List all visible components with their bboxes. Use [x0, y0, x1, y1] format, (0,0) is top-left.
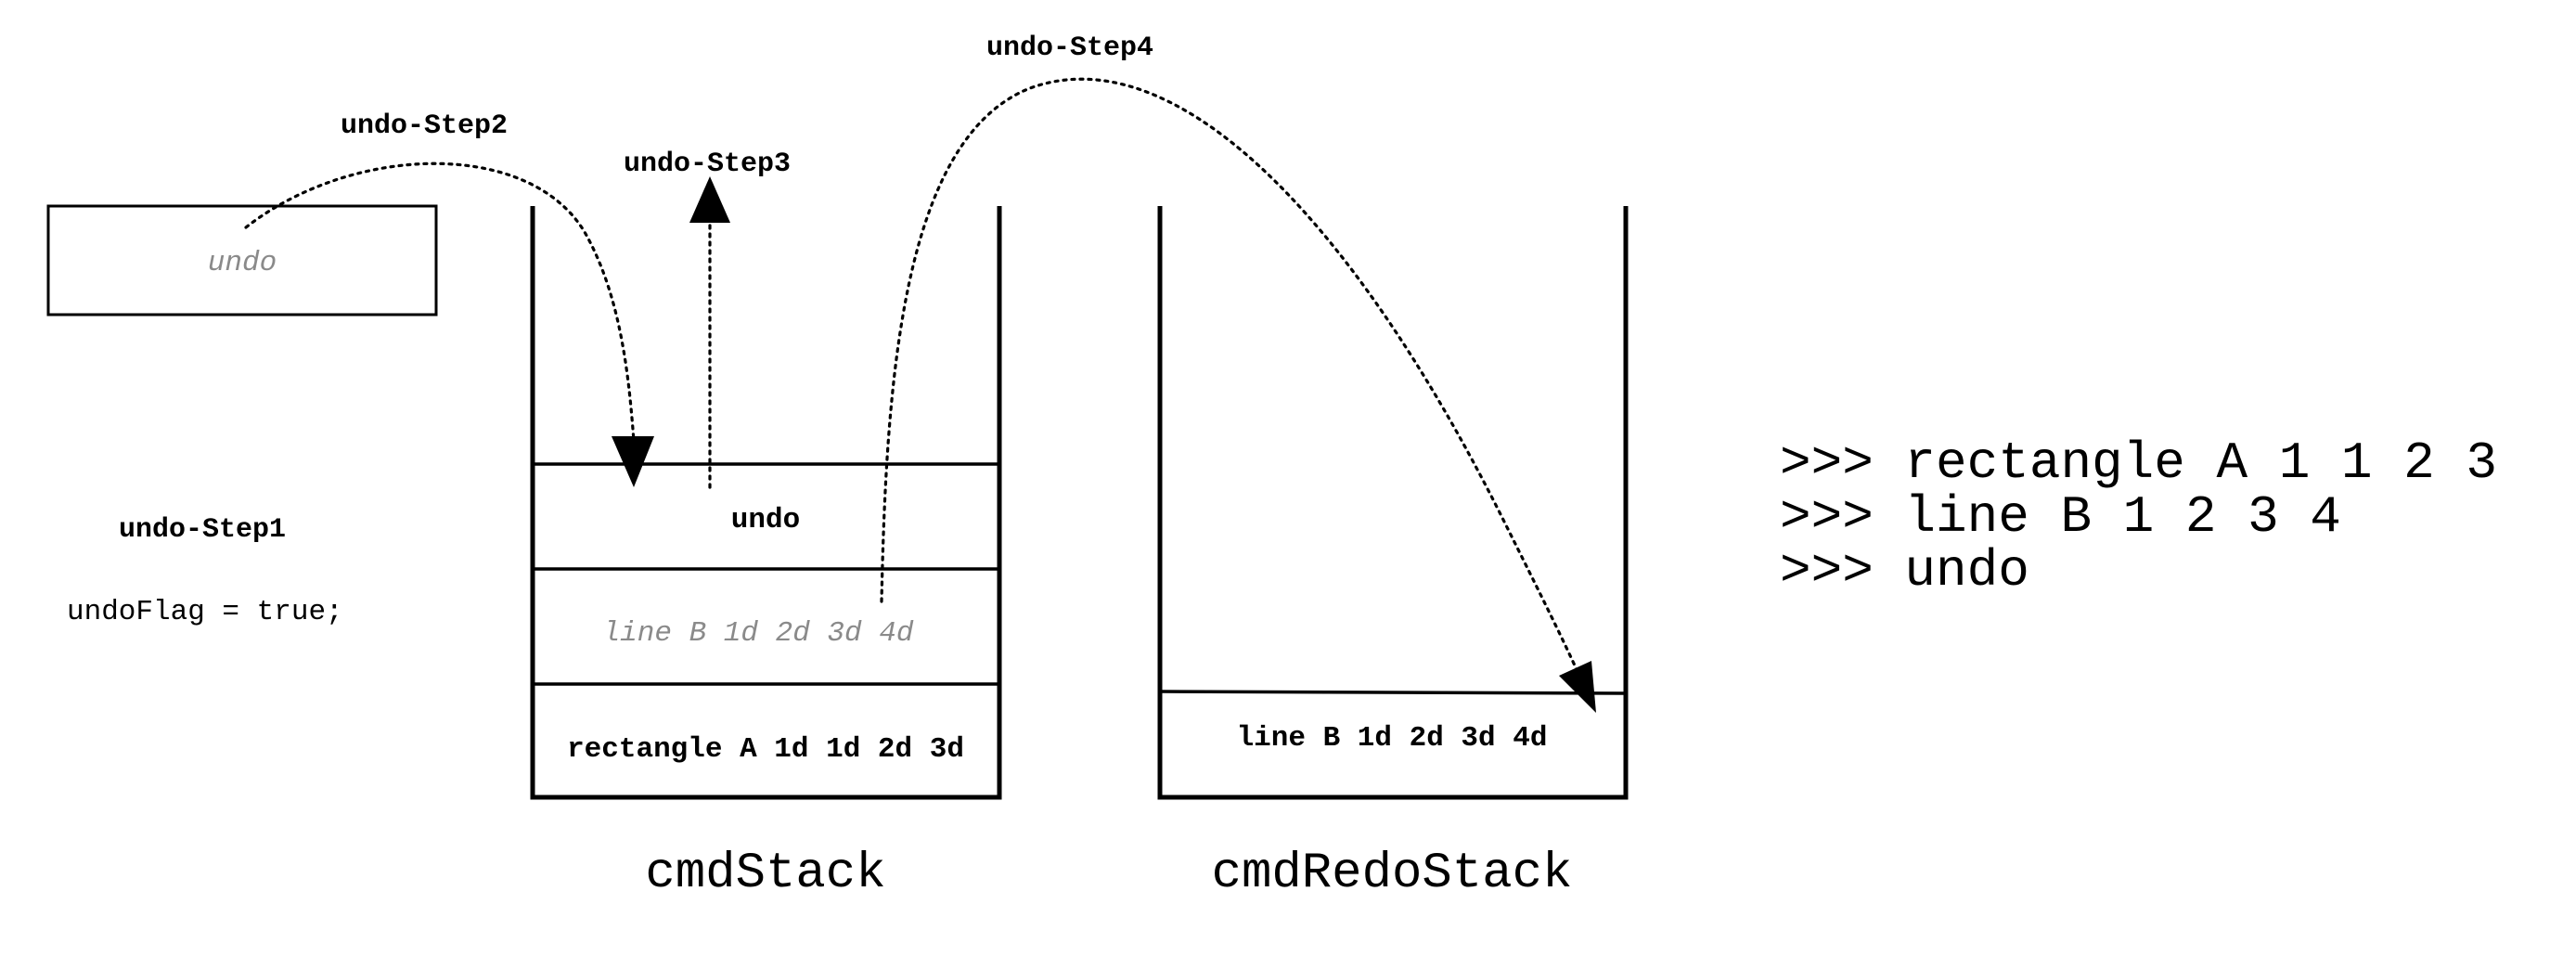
step4-label: undo-Step4 — [986, 32, 1153, 64]
cmd-stack-cell-rectangle: rectangle A 1d 1d 2d 3d — [567, 733, 964, 766]
step1-label: undo-Step1 — [119, 514, 286, 546]
cmd-stack-cell-undo: undo — [731, 504, 800, 536]
undo-command-box — [46, 204, 438, 317]
cmd-stack-cell-line: line B 1d 2d 3d 4d — [603, 617, 914, 650]
cmd-redo-stack-walls — [1157, 206, 1629, 800]
cmd-redo-stack-divider — [1159, 690, 1627, 695]
cmd-redo-stack-title: cmdRedoStack — [1212, 846, 1573, 902]
step3-label: undo-Step3 — [624, 149, 791, 180]
cmd-stack: undo line B 1d 2d 3d 4d rectangle A 1d 1… — [530, 206, 1002, 800]
undo-flag-code: undoFlag = true; — [67, 596, 343, 628]
step2-label: undo-Step2 — [341, 110, 508, 142]
terminal-line-3: >>> undo — [1780, 541, 2029, 601]
step4-arrowhead — [1559, 661, 1596, 713]
step3-arrowhead — [689, 176, 730, 223]
terminal-line-2: >>> line B 1 2 3 4 — [1780, 487, 2341, 547]
cmd-redo-stack-cell-line: line B 1d 2d 3d 4d — [1237, 722, 1548, 755]
step2-arrowhead — [612, 436, 654, 487]
step4-arrow-line — [880, 77, 1584, 684]
cmd-stack-walls — [530, 206, 1002, 800]
terminal-line-1: >>> rectangle A 1 1 2 3 — [1780, 433, 2497, 493]
cmd-stack-title: cmdStack — [645, 846, 885, 902]
undo-command-label: undo — [208, 247, 277, 279]
terminal-output: >>> rectangle A 1 1 2 3 >>> line B 1 2 3… — [1780, 433, 2497, 601]
cmd-redo-stack: line B 1d 2d 3d 4d — [1157, 206, 1629, 800]
step2-arrow-line — [244, 161, 636, 443]
